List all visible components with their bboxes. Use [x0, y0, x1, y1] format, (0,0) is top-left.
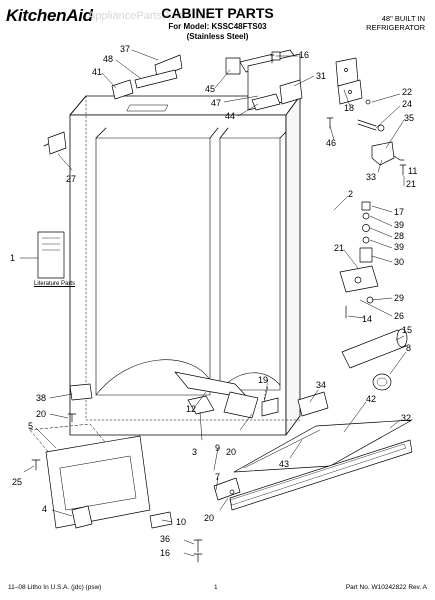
- leader-lines: [19, 49, 407, 557]
- brand-logo: KitchenAid: [6, 6, 93, 25]
- callout-2: 2: [348, 189, 354, 199]
- callout-14: 14: [362, 314, 373, 324]
- model-line: For Model: KSSC48FTS03: [168, 22, 267, 31]
- callout-37: 37: [120, 44, 131, 54]
- callout-35: 35: [404, 113, 415, 123]
- callout-30: 30: [394, 257, 405, 267]
- callout-22: 22: [402, 87, 413, 97]
- callout-31: 31: [316, 71, 327, 81]
- callout-34: 34: [316, 380, 327, 390]
- callout-11: 11: [408, 166, 418, 176]
- callout-43: 43: [279, 459, 290, 469]
- callout-46: 46: [326, 138, 337, 148]
- callout-20-b: 20: [226, 447, 237, 457]
- footer-page: 1: [214, 584, 218, 591]
- footer-part-no: Part No. W10242822 Rev. A: [345, 584, 427, 591]
- cabinet-shell: [69, 95, 301, 436]
- callout-17: 17: [394, 207, 405, 217]
- callout-44: 44: [225, 111, 236, 121]
- callout-5: 5: [28, 421, 34, 431]
- callout-29: 29: [394, 293, 405, 303]
- callout-36: 36: [160, 534, 171, 544]
- callout-48: 48: [103, 54, 114, 64]
- callout-8: 8: [406, 343, 412, 353]
- callout-25: 25: [12, 477, 23, 487]
- callout-21-mid: 21: [334, 243, 345, 253]
- callout-4: 4: [42, 504, 48, 514]
- callout-7: 7: [215, 472, 221, 482]
- callout-9: 9: [215, 443, 221, 453]
- callout-26: 26: [394, 311, 405, 321]
- product-description: 48" BUILT IN REFRIGERATOR: [335, 14, 425, 32]
- top-bracket-parts: [111, 49, 371, 129]
- callout-15: 15: [402, 325, 413, 335]
- callout-16-top: 16: [299, 50, 310, 60]
- callout-27: 27: [66, 174, 77, 184]
- callout-24: 24: [402, 99, 413, 109]
- callout-16-bottom: 16: [160, 548, 171, 558]
- callout-20-a: 20: [36, 409, 47, 419]
- callout-39-a: 39: [394, 220, 405, 230]
- product-line-1: 48" BUILT IN: [381, 14, 425, 23]
- left-side-parts: [37, 131, 67, 279]
- callout-45: 45: [205, 84, 216, 94]
- lower-cabinet-parts: [29, 328, 413, 563]
- watermark: AppliancePartsPros.com: [88, 10, 209, 22]
- callout-3: 3: [192, 447, 198, 457]
- callout-20-c: 20: [204, 513, 215, 523]
- product-line-2: REFRIGERATOR: [366, 23, 425, 32]
- callout-39-b: 39: [394, 242, 405, 252]
- callout-32: 32: [401, 413, 412, 423]
- callout-21-top: 21: [406, 179, 417, 189]
- callout-47: 47: [211, 98, 222, 108]
- callout-28: 28: [394, 231, 405, 241]
- callout-12: 12: [186, 404, 197, 414]
- callout-19: 19: [258, 375, 269, 385]
- right-hinge-hardware: [339, 119, 407, 319]
- callout-42: 42: [366, 394, 377, 404]
- callout-38: 38: [36, 393, 47, 403]
- callout-10: 10: [176, 517, 187, 527]
- literature-parts-label: Literature Parts: [34, 281, 76, 287]
- page-title: CABINET PARTS: [161, 5, 274, 21]
- callout-1: 1: [10, 253, 16, 263]
- footer-litho: 11–08 Litho In U.S.A. (jdc) (psw): [8, 584, 102, 591]
- callout-18: 18: [344, 103, 355, 113]
- finish-line: (Stainless Steel): [186, 32, 249, 41]
- callout-41: 41: [92, 67, 103, 77]
- callout-33: 33: [366, 172, 377, 182]
